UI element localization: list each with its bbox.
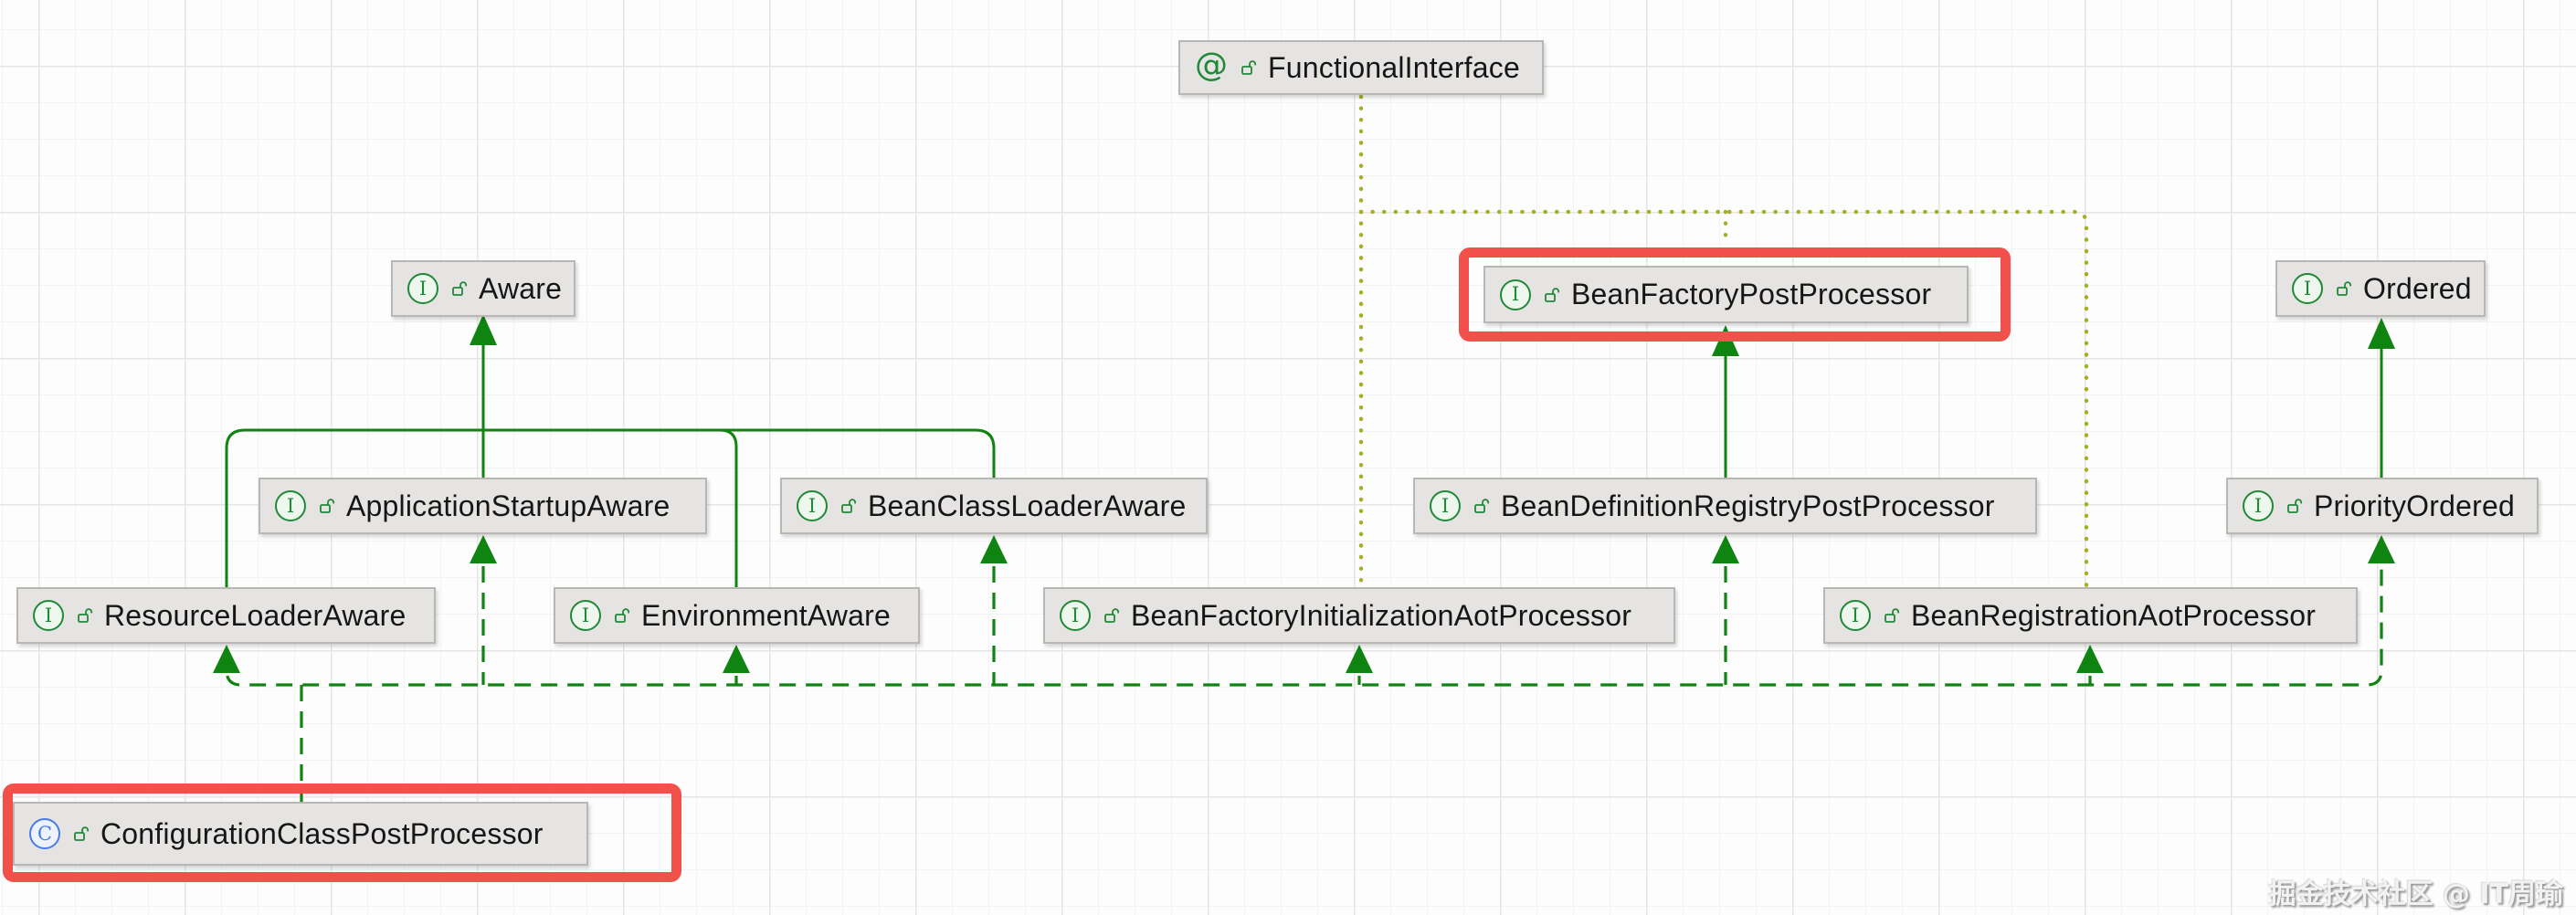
- node-label: EnvironmentAware: [641, 598, 891, 632]
- arrowhead-into-priorityordered: [2368, 535, 2395, 563]
- node-label: BeanFactoryInitializationAotProcessor: [1131, 598, 1632, 632]
- edge-implements-bus: [225, 566, 2383, 687]
- edge-environmentaware-extends-aware: [719, 428, 738, 587]
- arrowhead-into-environmentaware: [723, 645, 750, 673]
- interface-icon: I: [275, 490, 306, 521]
- interface-icon: I: [407, 273, 438, 304]
- interface-icon: I: [2243, 490, 2274, 521]
- highlight-configurationclasspostprocessor: [3, 784, 681, 882]
- node-label: ApplicationStartupAware: [346, 489, 670, 522]
- node-label: Aware: [479, 271, 563, 305]
- node-beandefinitionregistrypostprocessor[interactable]: I BeanDefinitionRegistryPostProcessor: [1413, 478, 2037, 534]
- arrowhead-into-bdrpp: [1712, 535, 1739, 563]
- public-lock-icon: [1545, 287, 1560, 302]
- annotation-icon: @: [1195, 47, 1228, 84]
- interface-icon: I: [1060, 600, 1091, 631]
- node-label: ConfigurationClassPostProcessor: [100, 816, 544, 850]
- arrowhead-into-bfiaotprocessor: [1346, 645, 1373, 673]
- arrowhead-into-aware: [470, 314, 497, 345]
- public-lock-icon: [1884, 608, 1900, 623]
- node-label: BeanRegistrationAotProcessor: [1911, 598, 2317, 632]
- node-configurationclasspostprocessor[interactable]: C ConfigurationClassPostProcessor: [13, 802, 588, 866]
- interface-icon: I: [2292, 273, 2323, 304]
- node-ordered[interactable]: I Ordered: [2275, 260, 2486, 317]
- public-lock-icon: [2287, 499, 2303, 513]
- public-lock-icon: [615, 608, 630, 623]
- public-lock-icon: [1241, 60, 1257, 75]
- edge-functionalinterface-to-beanregistrationaotprocessor: [1358, 209, 2089, 588]
- node-functionalinterface[interactable]: @ FunctionalInterface: [1178, 40, 1544, 95]
- node-label: BeanClassLoaderAware: [868, 489, 1187, 522]
- arrowhead-into-resourceloaderaware: [213, 645, 240, 673]
- node-environmentaware[interactable]: I EnvironmentAware: [554, 587, 920, 644]
- watermark-text: 掘金技术社区 @ IT周瑜: [2268, 878, 2563, 910]
- public-lock-icon: [1474, 499, 1490, 513]
- node-beanfactoryinitializationaotprocessor[interactable]: I BeanFactoryInitializationAotProcessor: [1043, 587, 1675, 644]
- node-label: BeanFactoryPostProcessor: [1571, 278, 1932, 310]
- public-lock-icon: [841, 499, 857, 513]
- public-lock-icon: [452, 281, 468, 296]
- node-beanregistrationaotprocessor[interactable]: I BeanRegistrationAotProcessor: [1823, 587, 2358, 644]
- arrowhead-into-beanclassloaderaware: [980, 535, 1008, 563]
- node-priorityordered[interactable]: I PriorityOrdered: [2226, 478, 2539, 534]
- interface-icon: I: [1840, 600, 1871, 631]
- public-lock-icon: [78, 608, 93, 623]
- interface-icon: I: [33, 600, 64, 631]
- node-applicationstartupaware[interactable]: I ApplicationStartupAware: [259, 478, 707, 534]
- node-beanclassloaderaware[interactable]: I BeanClassLoaderAware: [780, 478, 1208, 534]
- node-beanfactorypostprocessor[interactable]: I BeanFactoryPostProcessor: [1483, 266, 1969, 323]
- public-lock-icon: [74, 826, 90, 841]
- class-icon: C: [29, 818, 60, 849]
- node-label: PriorityOrdered: [2314, 489, 2515, 522]
- arrowhead-into-applicationstartupaware: [470, 535, 497, 563]
- node-label: ResourceLoaderAware: [104, 598, 406, 632]
- interface-icon: I: [1430, 490, 1461, 521]
- arrowhead-into-branaotprocessor: [2076, 645, 2104, 673]
- node-aware[interactable]: I Aware: [391, 260, 575, 317]
- node-resourceloaderaware[interactable]: I ResourceLoaderAware: [16, 587, 436, 644]
- public-lock-icon: [2337, 281, 2352, 296]
- interface-icon: I: [797, 490, 828, 521]
- interface-icon: I: [1500, 279, 1531, 310]
- node-label: FunctionalInterface: [1268, 50, 1520, 84]
- interface-icon: I: [570, 600, 601, 631]
- edge-aware-children-bus: [225, 428, 996, 587]
- node-label: BeanDefinitionRegistryPostProcessor: [1501, 489, 1995, 522]
- highlight-beanfactorypostprocessor: [1459, 247, 2011, 342]
- arrowhead-into-ordered: [2368, 318, 2395, 349]
- public-lock-icon: [1104, 608, 1120, 623]
- public-lock-icon: [320, 499, 335, 513]
- node-label: Ordered: [2363, 271, 2472, 305]
